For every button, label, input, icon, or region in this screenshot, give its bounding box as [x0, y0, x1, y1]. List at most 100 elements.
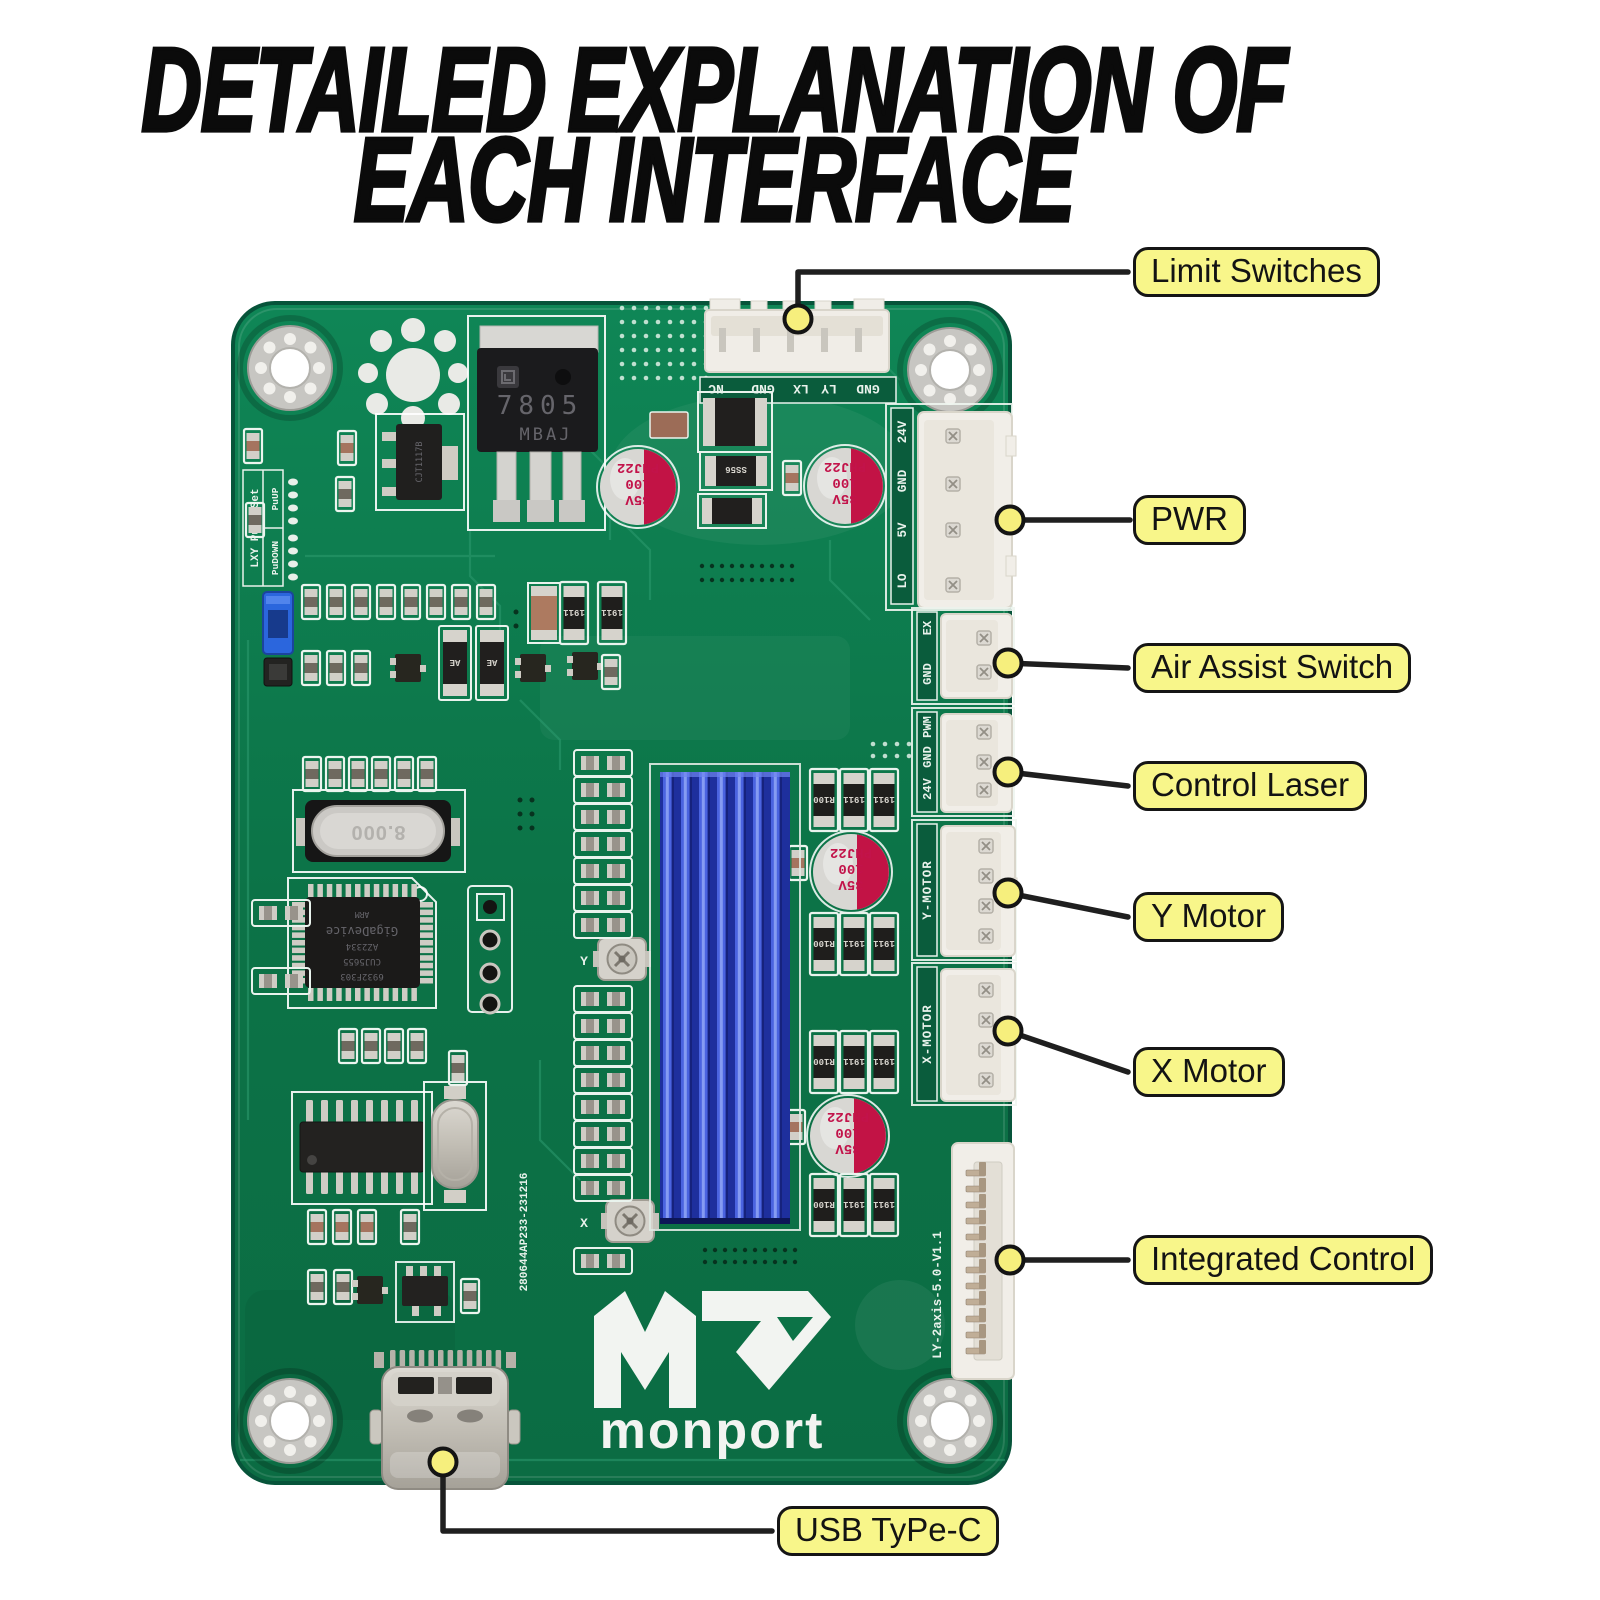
res-marking: 1911 — [563, 607, 585, 617]
diode-ae-2 — [475, 625, 509, 701]
res-marking: 1911 — [843, 1056, 865, 1066]
crystal-oscillator: 8.000 — [292, 789, 466, 873]
jumper-cap-black — [263, 657, 293, 687]
callout-line-limit-switches — [795, 269, 1131, 322]
res-marking: R100 — [813, 938, 835, 948]
silk-trim-x: X — [580, 1216, 588, 1231]
anchor-dot-air-assist — [992, 647, 1024, 679]
res-marking: 1911 — [843, 1199, 865, 1209]
silk-lo: LO — [896, 573, 910, 589]
res-marking: 1911 — [843, 938, 865, 948]
pcb-board: NC GND LX LY GND 7805 MBAJ — [231, 298, 1018, 1490]
silk-pulldown: PuDOWN — [270, 541, 281, 576]
anchor-dot-y-motor — [992, 877, 1024, 909]
capacitor-2 — [803, 444, 887, 528]
programming-header — [467, 885, 513, 1015]
res-marking: R100 — [813, 794, 835, 804]
res-marking: 1911 — [873, 1199, 895, 1209]
y-motor-connector: Y-MOTOR — [911, 819, 1018, 961]
callout-label-pwr: PWR — [1133, 495, 1246, 545]
silk-24v: 24V — [921, 777, 935, 799]
silk-pwm: PWM — [921, 716, 935, 738]
silk-gnd2: GND — [856, 381, 880, 396]
jumper-cap-blue — [262, 591, 294, 655]
mounting-hole-bottom-left — [247, 1378, 333, 1464]
silk-gnd: GND — [921, 663, 935, 685]
callout-line-air-assist — [1005, 660, 1131, 671]
callout-label-air-assist: Air Assist Switch — [1133, 643, 1412, 693]
mounting-hole-top-left — [247, 325, 333, 411]
logo-p-mark — [702, 1291, 831, 1390]
callout-lines — [440, 269, 1133, 1534]
anchor-dot-usb — [427, 1446, 459, 1478]
regulator-part-number: 7805 — [497, 391, 584, 421]
paw-print-icon — [358, 318, 468, 430]
silk-pullup: PuUP — [270, 487, 281, 510]
mcu-code3: 6932F303 — [340, 971, 383, 981]
callout-label-control-laser: Control Laser — [1133, 761, 1368, 811]
diode-ss56-marking: SS56 — [725, 464, 747, 474]
callout-line-x-motor — [1005, 1028, 1131, 1075]
mcu-core: ARM — [355, 910, 370, 919]
anchor-dot-pwr — [994, 504, 1026, 536]
rectifier-diodes: SS56 — [697, 391, 773, 529]
silk-nc: NC — [708, 381, 724, 396]
anchor-dot-control-laser — [992, 756, 1024, 788]
silk-trim-y: Y — [580, 954, 588, 969]
res-marking: 1911 — [873, 794, 895, 804]
logo-wordmark: monport — [600, 1402, 825, 1460]
voltage-regulator-7805: 7805 MBAJ — [467, 315, 606, 531]
usb-c-connector — [369, 1350, 521, 1490]
anchor-dot-integrated-control — [994, 1244, 1026, 1276]
callout-label-usb-type-c: USB TyPe-C — [777, 1506, 1000, 1556]
callout-anchor-dots — [427, 303, 1026, 1478]
silk-5v: 5V — [896, 522, 910, 538]
callout-label-limit-switches: Limit Switches — [1133, 247, 1380, 297]
silk-serial-number: 280644AP233-231216 — [519, 1173, 531, 1292]
capacitor-4 — [806, 1094, 890, 1178]
metal-oval-component — [423, 1081, 487, 1211]
anchor-dot-limit-switches — [782, 303, 814, 335]
monport-logo: monport — [594, 1291, 831, 1460]
callout-line-usb — [440, 1459, 775, 1534]
mcu-code2: CUJ5655 — [343, 956, 381, 966]
res-marking: R100 — [813, 1056, 835, 1066]
diode-ae-1 — [438, 625, 472, 701]
capacitor-1 — [596, 445, 680, 529]
callout-line-y-motor — [1005, 890, 1131, 920]
air-assist-connector: EX GND — [911, 607, 1015, 705]
ldo-part-number: CJT1117B — [415, 442, 425, 483]
callout-line-control-laser — [1005, 769, 1131, 789]
silk-model-number: LY-2axis-5.0-V1.1 — [931, 1231, 945, 1359]
sot23-5-chip — [395, 1261, 455, 1323]
logo-m-mark — [594, 1291, 696, 1408]
silk-ex: EX — [921, 620, 935, 635]
silk-gnd: GND — [896, 469, 910, 492]
silk-y-motor: Y-MOTOR — [921, 860, 935, 920]
res-marking: 1911 — [601, 607, 623, 617]
pwr-connector: 24V GND 5V LO — [885, 403, 1017, 611]
mounting-hole-bottom-right — [907, 1378, 993, 1464]
mounting-hole-top-right — [907, 327, 993, 413]
silk-24v: 24V — [896, 420, 910, 443]
regulator-code: MBAJ — [520, 425, 573, 445]
res-marking: R100 — [813, 1199, 835, 1209]
anchor-dot-x-motor — [992, 1015, 1024, 1047]
silk-lx: LX — [793, 381, 809, 396]
mcu-brand: GigaDevice — [326, 924, 398, 938]
trimmer-y-axis — [591, 936, 653, 982]
callout-label-x-motor: X Motor — [1133, 1047, 1285, 1097]
heatsink — [649, 763, 801, 1231]
ldo-regulator: CJT1117B — [375, 413, 465, 511]
silk-x-motor: X-MOTOR — [921, 1004, 935, 1064]
silk-ly: LY — [821, 381, 837, 396]
mcu-code1: AZ2334 — [346, 941, 379, 951]
capacitor-3 — [809, 830, 893, 914]
res-marking: 1911 — [873, 1056, 895, 1066]
callout-label-y-motor: Y Motor — [1133, 892, 1284, 942]
res-marking: 1911 — [843, 794, 865, 804]
page-title-line2: EACH INTERFACE — [352, 112, 1076, 246]
callout-label-integrated-control: Integrated Control — [1133, 1235, 1434, 1285]
